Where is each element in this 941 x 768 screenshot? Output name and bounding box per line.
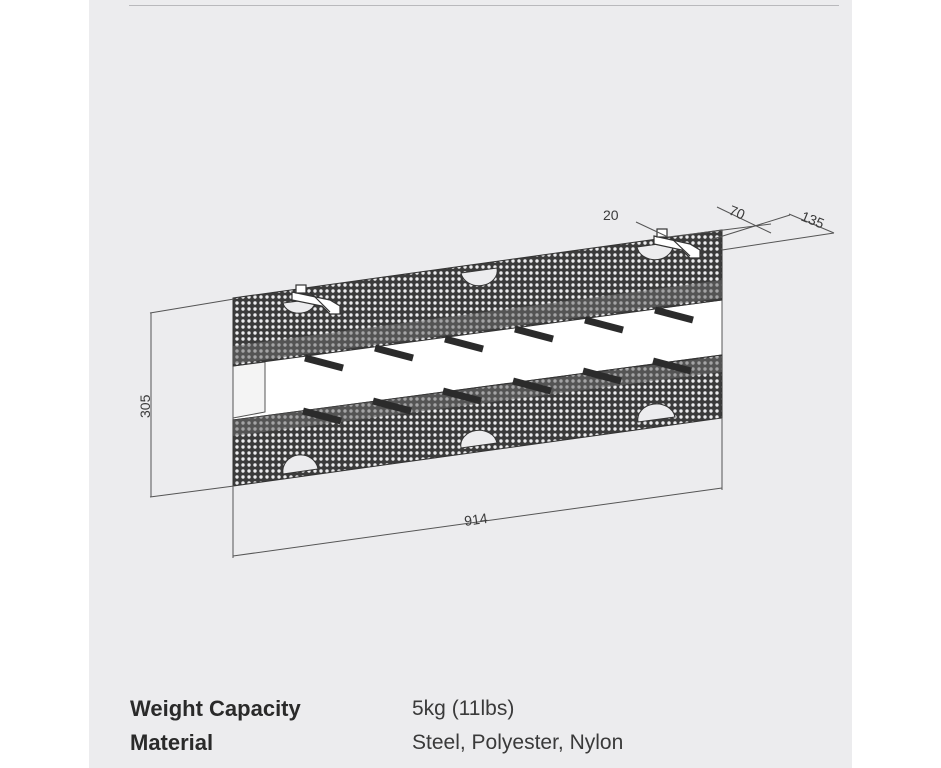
dimension-lines	[149, 206, 835, 558]
dim-depth-ext-b	[716, 206, 772, 234]
dim-depth-ext-a	[635, 221, 669, 238]
cutout-bottom-right	[637, 403, 676, 423]
strap	[372, 397, 412, 415]
strap	[304, 354, 344, 372]
dim-height-ext-top	[149, 298, 235, 314]
cutout-top-middle	[460, 267, 498, 287]
straps	[302, 306, 694, 425]
cutout-bottom-middle	[460, 429, 498, 449]
strap	[584, 316, 624, 334]
rack-opening-side	[232, 361, 266, 419]
cutout-bottom-left	[282, 454, 319, 475]
dim-depth-line-b	[721, 232, 835, 251]
dim-depth-line-c	[709, 214, 791, 241]
dim-offset-b-label: 70	[727, 202, 748, 223]
strap	[652, 357, 692, 375]
strap	[302, 407, 342, 425]
dim-height-label: 305	[137, 394, 153, 418]
dim-depth-ext-c	[788, 213, 835, 234]
top-divider	[129, 5, 839, 6]
dim-offset-a-label: 20	[603, 207, 619, 223]
spec-value: Steel, Polyester, Nylon	[412, 731, 624, 754]
strap	[582, 367, 622, 385]
strap	[512, 377, 552, 395]
spec-label: Weight Capacity	[130, 696, 301, 721]
strap	[442, 387, 482, 405]
strap	[654, 306, 694, 324]
dim-width-label: 914	[463, 510, 489, 529]
dim-height-ext-bottom	[149, 485, 235, 498]
strap	[374, 344, 414, 362]
spec-value: 5kg (11lbs)	[412, 697, 515, 720]
hook-left	[291, 284, 341, 315]
strap	[444, 335, 484, 353]
spec-label: Material	[130, 730, 214, 755]
dim-width-line	[232, 487, 723, 557]
hook-right	[653, 228, 701, 259]
strap	[514, 325, 554, 343]
upper-solid-strip	[233, 280, 722, 364]
